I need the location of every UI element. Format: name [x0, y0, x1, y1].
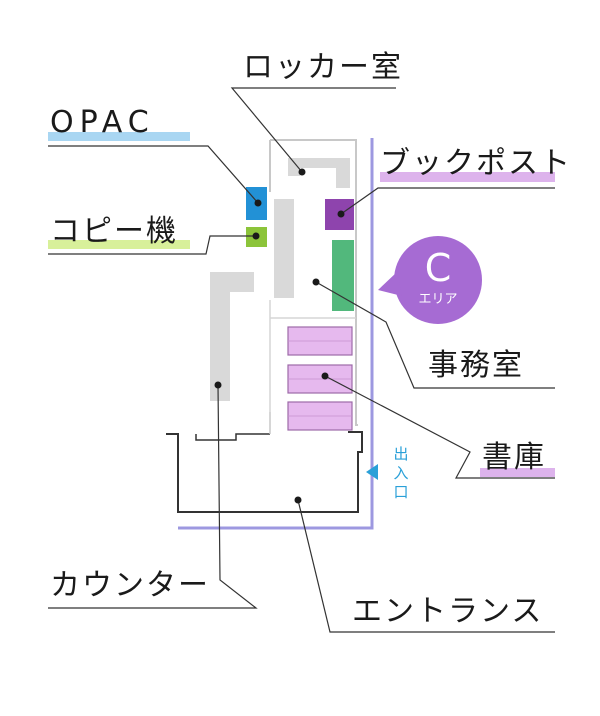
shelf-gray-left — [274, 199, 294, 298]
dot-stacks — [321, 372, 329, 380]
stacks-shelves — [287, 326, 353, 431]
label-opac: OPAC — [50, 105, 155, 140]
leader-locker — [230, 87, 396, 173]
label-entrance: エントランス — [352, 594, 544, 629]
leader-bookpost — [340, 187, 555, 215]
dot-office — [312, 278, 320, 286]
label-counter: カウンター — [50, 568, 210, 603]
exit-char-3: 口 — [393, 483, 409, 501]
dot-copier — [252, 232, 260, 240]
leader-opac — [48, 145, 259, 204]
dot-locker — [298, 168, 306, 176]
leader-copier — [48, 235, 256, 255]
leader-stacks — [324, 375, 555, 479]
copier-underline — [48, 240, 190, 249]
exit-char-1: 出 — [393, 445, 409, 463]
shelf-gray-l — [210, 272, 254, 401]
route-line — [178, 138, 374, 530]
leader-dots — [214, 168, 345, 504]
dot-bookpost — [337, 210, 345, 218]
dot-entrance — [294, 496, 302, 504]
label-office: 事務室 — [428, 348, 524, 383]
leader-counter — [48, 384, 258, 609]
bookpost-underline — [380, 172, 555, 182]
exit-char-2: 入 — [393, 464, 409, 482]
dot-counter — [214, 381, 222, 389]
label-stacks: 書庫 — [482, 440, 546, 475]
area-badge-circle — [394, 236, 482, 324]
area-sub: エリア — [418, 292, 458, 307]
label-locker-room: ロッカー室 — [243, 50, 403, 85]
dot-opac — [254, 199, 262, 207]
leader-entrance — [297, 499, 555, 633]
area-badge-tail — [378, 272, 402, 296]
stacks-underline — [480, 468, 555, 477]
label-copier: コピー機 — [50, 214, 178, 249]
opac-underline — [48, 132, 190, 141]
counter-wall — [166, 431, 363, 513]
exit-arrow-icon — [366, 464, 378, 480]
area-letter: C — [424, 246, 452, 290]
wall-upper — [270, 139, 358, 426]
locker-shelf — [288, 158, 350, 188]
label-bookpost: ブックポスト — [380, 146, 572, 181]
office-block — [332, 240, 354, 311]
leader-lines — [48, 87, 555, 633]
area-badge — [378, 236, 482, 324]
leader-office — [315, 281, 555, 389]
counter-top — [195, 433, 270, 441]
